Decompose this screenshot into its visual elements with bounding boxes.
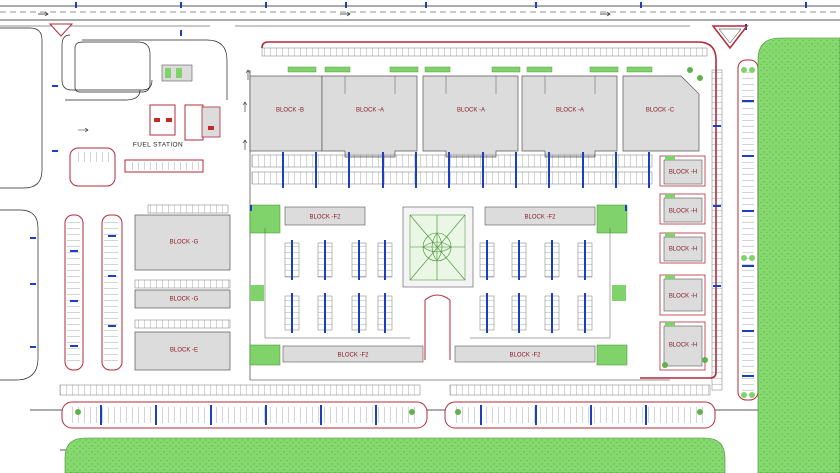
traffic-arrows [78, 69, 251, 150]
inner-parking-right [479, 240, 593, 333]
block-h-1 [663, 159, 703, 185]
block-a-3 [521, 75, 618, 158]
block-label-g-1: BLOCK -G [170, 240, 199, 246]
block-g-small [134, 289, 231, 309]
block-a-1 [321, 75, 418, 158]
lane-markers [30, 85, 627, 348]
green-landscape [64, 37, 840, 473]
block-label-b: BLOCK -B [276, 108, 304, 114]
bottom-parking-rows [59, 384, 716, 429]
block-h-2 [663, 197, 703, 223]
block-label-a-1: BLOCK -A [356, 108, 384, 114]
block-label-a-3: BLOCK -A [556, 108, 584, 114]
block-f2-bottom-left [282, 345, 424, 363]
fuel-station: FUEL STATION [69, 64, 221, 187]
road-markers [75, 2, 807, 36]
central-courtyard [402, 206, 474, 360]
yield-sign-icon [711, 25, 749, 50]
block-e [134, 331, 231, 371]
block-label-f2-4: BLOCK -F2 [509, 353, 541, 359]
highway [0, 5, 840, 27]
yield-sign-icon-small [48, 23, 74, 37]
block-label-h-5: BLOCK -H [669, 343, 697, 349]
block-h-3 [663, 236, 703, 262]
block-label-f2-3: BLOCK -F2 [337, 353, 369, 359]
block-f2-top-left [284, 206, 366, 226]
block-label-e: BLOCK -E [170, 348, 198, 354]
direction-arrows [38, 11, 611, 17]
planter-strips [287, 66, 653, 73]
block-c [622, 75, 700, 152]
block-label-h-3: BLOCK -H [669, 247, 697, 253]
block-label-h-1: BLOCK -H [669, 170, 697, 176]
block-f2-bottom-right [454, 345, 596, 363]
block-h-4 [663, 278, 703, 312]
block-label-a-2: BLOCK -A [457, 108, 485, 114]
fuel-station-label: FUEL STATION [133, 142, 183, 149]
block-a-2 [422, 75, 519, 158]
block-label-f2-2: BLOCK -F2 [524, 215, 556, 221]
fuel-drive-loop [61, 34, 228, 101]
block-label-g-2: BLOCK -G [170, 297, 199, 303]
right-parking-strips [711, 59, 759, 401]
inner-parking-left [284, 240, 393, 333]
right-building-column: BLOCK -H BLOCK -H BLOCK -H BLOCK -H BLOC… [659, 155, 706, 371]
block-h-5 [663, 325, 703, 367]
block-label-f2-1: BLOCK -F2 [309, 215, 341, 221]
top-parking-bays [251, 152, 653, 188]
block-label-h-4: BLOCK -H [669, 294, 697, 300]
left-building-cluster: BLOCK -G BLOCK -G BLOCK -E [64, 204, 231, 371]
block-f2-top-right [484, 206, 596, 226]
block-b [249, 75, 323, 152]
block-label-h-2: BLOCK -H [669, 209, 697, 215]
block-label-c: BLOCK -C [646, 108, 675, 114]
f2-blocks: BLOCK -F2 BLOCK -F2 BLOCK -F2 BLOCK -F2 [249, 204, 628, 366]
block-g-large [134, 214, 231, 271]
top-building-row: BLOCK -B BLOCK -A BLOCK -A BLOCK -A BLOC… [249, 75, 700, 158]
